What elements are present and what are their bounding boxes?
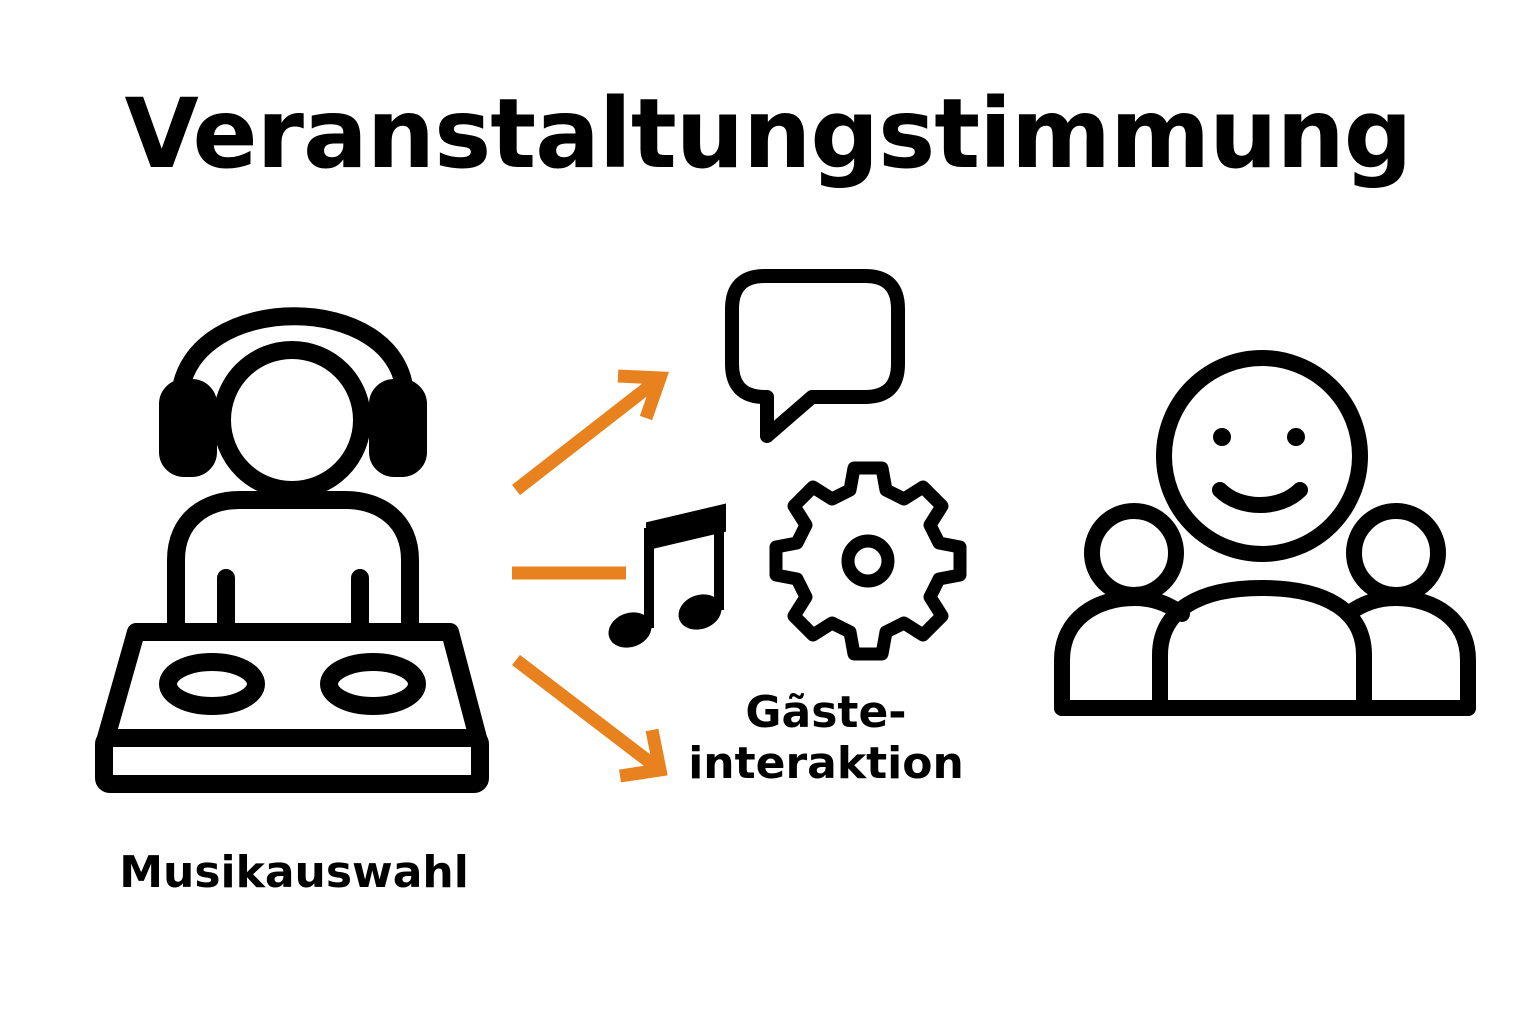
page-title: Veranstaltungstimmung: [124, 78, 1412, 190]
guest-label-line1: Gãste-: [745, 687, 907, 738]
happy-crowd-icon: [1054, 350, 1476, 716]
guest-label-line2: interaktion: [688, 737, 964, 789]
guest-interaction-label: Gãste- interaktion: [676, 687, 976, 789]
speech-bubble-icon: [725, 269, 905, 443]
music-selection-label: Musikauswahl: [119, 847, 469, 898]
music-note-icon: [608, 503, 726, 648]
arrow-up-icon: [512, 369, 670, 496]
gear-icon: [769, 461, 967, 661]
dj-icon: [95, 307, 489, 793]
arrow-down-icon: [512, 654, 668, 783]
